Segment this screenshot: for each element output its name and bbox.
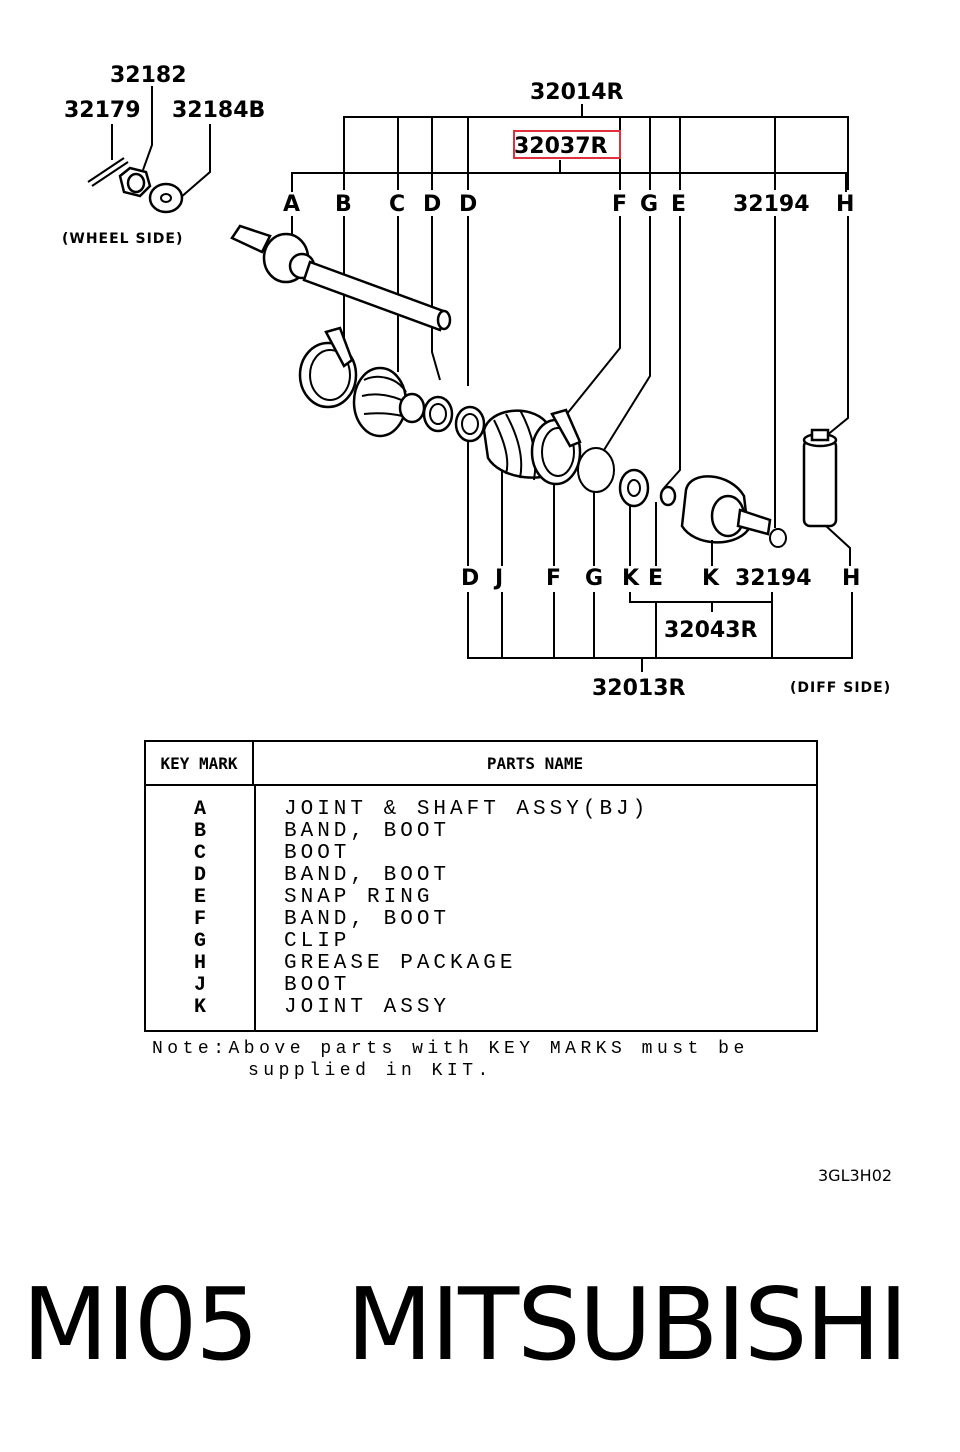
key-letter-h: H bbox=[836, 192, 854, 217]
clip-ring-icon bbox=[577, 447, 615, 493]
key-mark: E bbox=[193, 885, 206, 909]
part-name: BAND, BOOT bbox=[284, 863, 451, 887]
parts-table: KEY MARK PARTS NAME A JOINT & SHAFT ASSY(… bbox=[144, 740, 818, 1032]
washer-icon bbox=[148, 182, 184, 214]
part-name: GREASE PACKAGE bbox=[284, 951, 517, 975]
key-mark: D bbox=[193, 863, 206, 887]
table-row: C BOOT bbox=[146, 841, 816, 865]
part-number-32182: 32182 bbox=[110, 63, 187, 88]
part-number-32179: 32179 bbox=[64, 98, 141, 123]
key-letter-k: K bbox=[622, 566, 640, 591]
footer-brand: MITSUBISHI bbox=[346, 1266, 908, 1383]
key-mark: B bbox=[193, 819, 206, 843]
joint-shaft-assembly-icon bbox=[230, 224, 452, 332]
key-mark: K bbox=[193, 995, 206, 1019]
highlight-box[interactable] bbox=[513, 130, 621, 159]
boot-band-icon bbox=[422, 395, 486, 443]
table-row: K JOINT ASSY bbox=[146, 995, 816, 1019]
table-row: D BAND, BOOT bbox=[146, 863, 816, 887]
part-number-32014r: 32014R bbox=[530, 80, 624, 105]
part-name: BOOT bbox=[284, 973, 351, 997]
key-mark: A bbox=[193, 797, 206, 821]
part-number-32013r: 32013R bbox=[592, 676, 686, 701]
note-line: supplied in KIT. bbox=[248, 1061, 493, 1081]
key-letter-f: F bbox=[546, 566, 561, 591]
key-letter-d: D bbox=[461, 566, 479, 591]
hub-nut-icon bbox=[118, 166, 152, 198]
key-mark: J bbox=[193, 973, 206, 997]
key-mark: C bbox=[193, 841, 206, 865]
key-mark: H bbox=[193, 951, 206, 975]
table-row: H GREASE PACKAGE bbox=[146, 951, 816, 975]
key-letter-d: D bbox=[459, 192, 477, 217]
part-name: JOINT ASSY bbox=[284, 995, 451, 1019]
boot-band-icon bbox=[298, 326, 358, 409]
part-number-32184b: 32184B bbox=[172, 98, 265, 123]
grease-package-icon bbox=[802, 428, 838, 528]
header-parts-name: PARTS NAME bbox=[254, 742, 816, 786]
part-name: BOOT bbox=[284, 841, 351, 865]
table-row: G CLIP bbox=[146, 929, 816, 953]
key-letter-g: G bbox=[640, 192, 658, 217]
table-row: J BOOT bbox=[146, 973, 816, 997]
diagram-code: 3GL3H02 bbox=[818, 1166, 893, 1185]
column-divider bbox=[254, 786, 256, 1030]
table-body: A JOINT & SHAFT ASSY(BJ) B BAND, BOOT C BOO… bbox=[146, 797, 816, 1019]
part-name: BAND, BOOT bbox=[284, 819, 451, 843]
part-number-32037r[interactable]: 32037R bbox=[514, 134, 608, 159]
key-letter-k: K bbox=[702, 566, 720, 591]
table-row: E SNAP RING bbox=[146, 885, 816, 909]
table-row: B BAND, BOOT bbox=[146, 819, 816, 843]
part-name: BAND, BOOT bbox=[284, 907, 451, 931]
footer-caption: MI05 MITSUBISHI bbox=[22, 1270, 908, 1380]
part-number-32194: 32194 bbox=[735, 566, 812, 591]
key-letter-g: G bbox=[585, 566, 603, 591]
key-letter-a: A bbox=[283, 192, 300, 217]
cotter-pin-icon bbox=[87, 157, 129, 187]
key-letter-h: H bbox=[842, 566, 860, 591]
key-letter-b: B bbox=[335, 192, 352, 217]
part-number-32043r: 32043R bbox=[664, 618, 758, 643]
table-row: A JOINT & SHAFT ASSY(BJ) bbox=[146, 797, 816, 821]
tripod-spider-icon bbox=[618, 468, 677, 508]
table-row: F BAND, BOOT bbox=[146, 907, 816, 931]
header-key-mark: KEY MARK bbox=[146, 742, 254, 786]
part-number-32194: 32194 bbox=[733, 192, 810, 217]
key-letter-f: F bbox=[612, 192, 627, 217]
key-letter-e: E bbox=[671, 192, 686, 217]
boot-band-icon bbox=[530, 408, 582, 486]
note-line: Note:Above parts with KEY MARKS must be bbox=[152, 1039, 749, 1059]
key-letter-c: C bbox=[389, 192, 405, 217]
key-letter-d: D bbox=[423, 192, 441, 217]
key-mark: F bbox=[193, 907, 206, 931]
key-letter-e: E bbox=[648, 566, 663, 591]
part-name: SNAP RING bbox=[284, 885, 434, 909]
key-mark: G bbox=[193, 929, 206, 953]
exploded-parts-diagram: 32182 32179 32184B (WHEEL SIDE) 32014R 3… bbox=[62, 63, 891, 701]
wheel-side-label: (WHEEL SIDE) bbox=[62, 231, 183, 247]
part-name: CLIP bbox=[284, 929, 351, 953]
part-name: JOINT & SHAFT ASSY(BJ) bbox=[284, 797, 650, 821]
diff-side-label: (DIFF SIDE) bbox=[790, 680, 891, 696]
outer-joint-housing-icon bbox=[680, 475, 787, 548]
footer-code: MI05 bbox=[22, 1266, 259, 1383]
key-letter-j: J bbox=[493, 566, 503, 591]
boot-icon bbox=[352, 366, 426, 438]
